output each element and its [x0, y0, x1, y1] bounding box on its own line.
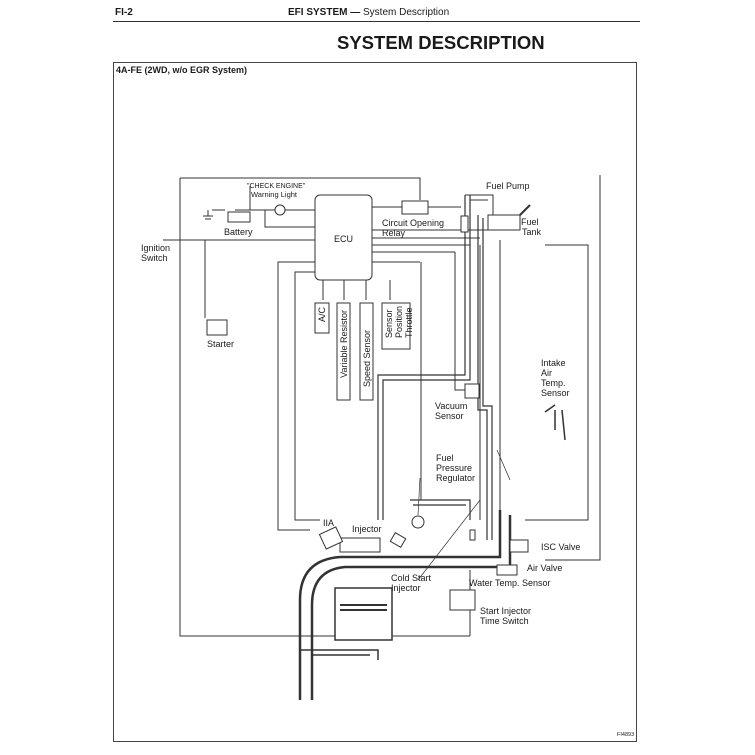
label-intake-air-temp-2: Air [541, 368, 552, 378]
ac-box [314, 302, 330, 334]
label-vacuum-sensor-2: Sensor [435, 411, 464, 421]
intake-manifold [298, 510, 512, 700]
page-code: FI-2 [115, 7, 133, 18]
starter-symbol [206, 319, 228, 336]
label-speed-sensor: Speed Sensor [362, 330, 372, 388]
water-temp-sensor-symbol [449, 589, 476, 611]
cold-start-injector-symbol [469, 529, 476, 541]
label-tps-1: Throttle [404, 307, 414, 339]
wire-top [180, 177, 421, 200]
label-start-injector-time-switch-2: Time Switch [480, 616, 529, 626]
label-starter: Starter [207, 339, 235, 349]
speed-sensor-box [359, 302, 374, 401]
header-dash: — [350, 7, 361, 18]
isc-valve-symbol [509, 539, 529, 553]
label-intake-air-temp-3: Temp. [541, 378, 566, 388]
label-cold-start-injector-1: Cold Start [391, 573, 432, 583]
figure-caption: 4A-FE (2WD, w/o EGR System) [116, 65, 248, 75]
wire-ecu-right [372, 229, 500, 263]
wire-ecu-iia [277, 261, 315, 531]
page-title: SYSTEM DESCRIPTION [337, 32, 545, 53]
intake-air-temp-sensor-symbol [544, 404, 566, 441]
label-water-temp-sensor: Water Temp. Sensor [469, 578, 551, 588]
injector-symbol [389, 531, 407, 549]
label-fuel-tank-1: Fuel [521, 217, 539, 227]
label-ignition-switch-1: Ignition [141, 243, 171, 253]
wire-ecu-inputs [322, 280, 391, 300]
running-header: EFI SYSTEM — System Description [288, 7, 449, 18]
label-cold-start-injector-2: Injector [391, 583, 421, 593]
label-intake-air-temp-1: Intake [541, 358, 566, 368]
label-vacuum-sensor-1: Vacuum [435, 401, 468, 411]
label-fuel-pump: Fuel Pump [486, 181, 530, 191]
figure-id: FI4893 [617, 732, 635, 738]
label-fuel-pressure-regulator-1: Fuel [436, 453, 454, 463]
section-title: EFI SYSTEM [288, 7, 348, 18]
circuit-opening-relay-box [401, 200, 429, 215]
header-rule [113, 21, 640, 22]
warning-light-symbol [274, 204, 286, 216]
iia-symbol [318, 526, 344, 550]
label-warning-light: Warning Light [251, 190, 297, 199]
vacuum-hose [477, 215, 493, 540]
label-ignition-switch-2: Switch [141, 253, 168, 263]
label-tps-2: Position [394, 306, 404, 339]
label-tps-3: Sensor [384, 309, 394, 339]
ground-symbol [203, 210, 213, 220]
ecu-box [314, 194, 373, 281]
label-intake-air-temp-4: Sensor [541, 388, 570, 398]
engine-cylinder [334, 587, 393, 641]
label-ecu: ECU [334, 234, 354, 244]
figure-frame [113, 62, 637, 742]
label-battery: Battery [224, 227, 253, 237]
fuel-filter [460, 215, 469, 233]
label-circuit-opening-relay-2: Relay [382, 228, 406, 238]
throttle-body [339, 537, 381, 553]
vacuum-sensor-symbol [464, 383, 480, 399]
label-air-valve: Air Valve [527, 563, 563, 573]
air-valve-symbol [496, 564, 518, 576]
label-variable-resistor: Variable Resistor [339, 310, 349, 378]
piston [340, 604, 387, 611]
label-circuit-opening-relay-1: Circuit Opening [382, 218, 445, 228]
label-fuel-tank-2: Tank [522, 227, 542, 237]
battery-symbol [227, 211, 251, 223]
fuel-line [377, 195, 471, 520]
label-isc-valve: ISC Valve [541, 542, 581, 552]
throttle-position-sensor-box [381, 302, 411, 350]
fuel-pressure-regulator-symbol [411, 515, 425, 529]
label-throttle-position-sensor: Throttle Position Sensor [384, 306, 414, 338]
variable-resistor-box [336, 302, 351, 401]
wire-sensors [479, 240, 589, 545]
label-fuel-pressure-regulator-2: Pressure [436, 463, 473, 473]
label-ac: A/C [317, 307, 327, 323]
label-iia: IIA [323, 518, 335, 528]
subsection-title: System Description [363, 7, 450, 18]
fuel-tank [487, 214, 521, 231]
label-injector: Injector [352, 524, 382, 534]
label-check-engine: "CHECK ENGINE" [247, 183, 306, 190]
label-fuel-pressure-regulator-3: Regulator [436, 473, 476, 483]
wire-right [545, 175, 601, 561]
label-start-injector-time-switch-1: Start Injector [480, 606, 532, 616]
